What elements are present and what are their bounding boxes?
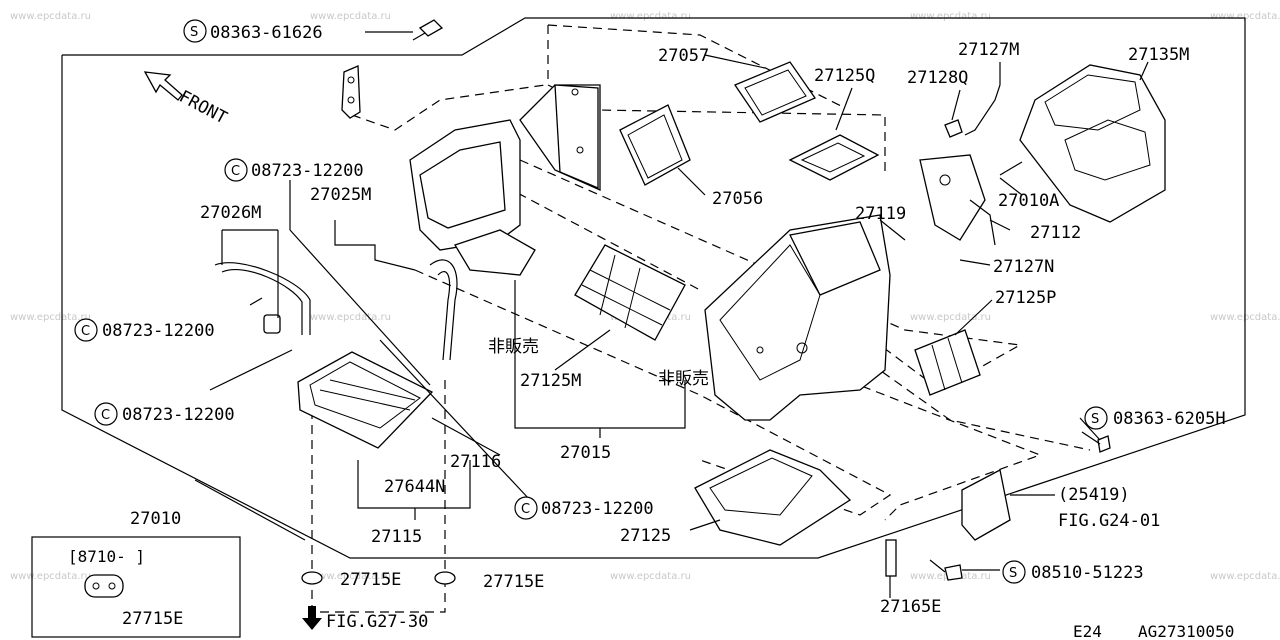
- watermark: www.epcdata.ru: [10, 11, 91, 22]
- s-symbol: S: [190, 25, 198, 40]
- part-label: 27015: [560, 443, 611, 463]
- footer: E24 AG27310050: [1073, 622, 1234, 640]
- grommet-part: [301, 571, 456, 585]
- filter-27056-part: [619, 104, 691, 186]
- part-label: 27125M: [520, 371, 581, 391]
- not-for-sale-label: 非販売: [488, 337, 539, 357]
- lower-case-27125-part: [694, 449, 852, 546]
- part-label: 27119: [855, 204, 906, 224]
- s-symbol: S: [1009, 566, 1017, 581]
- callout-screw-bottom: S 08510-51223: [1002, 560, 1144, 584]
- part-label: 27644N: [384, 477, 445, 497]
- part-label: 27127M: [958, 40, 1019, 60]
- fig-reference: FIG.G27-30: [326, 612, 428, 632]
- link-rod-part: [944, 84, 1001, 138]
- part-label: 27128Q: [907, 68, 968, 88]
- fig-reference: FIG.G24-01: [1058, 511, 1160, 531]
- c-symbol: C: [521, 502, 530, 517]
- callout-label: 08363-6205H: [1113, 409, 1226, 429]
- part-label: 27115: [371, 527, 422, 547]
- duct-27135M-part: [1019, 64, 1166, 223]
- inset-box: [8710- ] 27715E: [31, 536, 241, 638]
- callout-bolt-top: S 08363-61626: [183, 19, 323, 43]
- heater-unit-part: [704, 214, 891, 421]
- callout-label: 08723-12200: [102, 321, 215, 341]
- watermark: www.epcdata.ru: [610, 571, 691, 582]
- part-label: 27112: [1030, 223, 1081, 243]
- c-symbol: C: [101, 408, 110, 423]
- part-label: 27125Q: [814, 66, 875, 86]
- filter-27125Q-part: [788, 134, 880, 181]
- watermark: www.epcdata.ru: [910, 312, 991, 323]
- callout-label: 08723-12200: [251, 161, 364, 181]
- part-label: 27010A: [998, 191, 1059, 211]
- callout-label: 08723-12200: [122, 405, 235, 425]
- part-label: 27715E: [483, 572, 544, 592]
- part-label: 27057: [658, 46, 709, 66]
- heater-core-part: [297, 351, 434, 449]
- part-label: 27056: [712, 189, 763, 209]
- grommet-icon: [84, 574, 124, 598]
- part-label: 27715E: [340, 570, 401, 590]
- callout-clip-2: C 08723-12200: [74, 318, 215, 342]
- watermark: www.epcdata.ru: [610, 11, 691, 22]
- c-symbol: C: [231, 164, 240, 179]
- part-label: 27125: [620, 526, 671, 546]
- callout-label: 08363-61626: [210, 23, 323, 43]
- watermark: www.epcdata.ru: [10, 312, 91, 323]
- part-label: 27125P: [995, 288, 1056, 308]
- watermark: www.epcdata.ru: [310, 571, 391, 582]
- bracket-25419-part: [961, 469, 1011, 541]
- part-label: 27025M: [310, 185, 371, 205]
- bolt-part: [412, 19, 444, 41]
- part-label: 27135M: [1128, 45, 1189, 65]
- footer-ref: AG27310050: [1138, 622, 1234, 640]
- watermark: www.epcdata.ru: [910, 11, 991, 22]
- part-label: 27026M: [200, 203, 261, 223]
- part-label: 27165E: [880, 597, 941, 617]
- part-label: 27715E: [122, 609, 183, 629]
- part-label: 27127N: [993, 257, 1054, 277]
- callout-label: 08510-51223: [1031, 563, 1144, 583]
- bracket-27165E-part: [885, 539, 897, 577]
- watermark: www.epcdata.ru: [310, 11, 391, 22]
- watermark: www.epcdata.ru: [1210, 11, 1280, 22]
- fig-reference-bottom: FIG.G27-30: [302, 606, 428, 632]
- s-symbol: S: [1091, 412, 1099, 427]
- part-label: 27116: [450, 452, 501, 472]
- part-labels: 27057 27125Q 27128Q 27127M 27135M 27056 …: [130, 40, 1189, 617]
- bracket-part: [341, 65, 361, 119]
- screw-part: [929, 559, 963, 581]
- actuator-bracket-part: [919, 154, 1023, 246]
- not-for-sale-label: 非販売: [658, 369, 709, 389]
- down-arrow-icon: [302, 606, 322, 630]
- assembly-outline: [61, 17, 1246, 559]
- grille-27125P-part: [914, 329, 981, 396]
- callout-label: 08723-12200: [541, 499, 654, 519]
- part-label: 27010: [130, 509, 181, 529]
- watermark: www.epcdata.ru: [1210, 571, 1280, 582]
- callout-clip-3: C 08723-12200: [94, 402, 235, 426]
- filter-27057-part: [734, 61, 816, 123]
- callout-bolt-right: S 08363-6205H: [1084, 406, 1226, 430]
- grille-27125M-part: [574, 244, 686, 341]
- intake-duct-part: [409, 84, 601, 276]
- callout-clip-4: C 08723-12200: [514, 496, 654, 520]
- hose-part: [214, 259, 458, 361]
- front-label: FRONT: [176, 87, 231, 129]
- inset-date-label: [8710- ]: [68, 547, 145, 566]
- watermark: www.epcdata.ru: [10, 571, 91, 582]
- footer-code: E24: [1073, 622, 1102, 640]
- front-arrow-icon: [143, 71, 183, 101]
- leader-lines: [99, 31, 1149, 598]
- watermark: www.epcdata.ru: [310, 312, 391, 323]
- callout-clip-1: C 08723-12200: [224, 158, 364, 182]
- part-label: (25419): [1058, 485, 1130, 505]
- bolt-right-part: [1081, 431, 1111, 453]
- c-symbol: C: [81, 324, 90, 339]
